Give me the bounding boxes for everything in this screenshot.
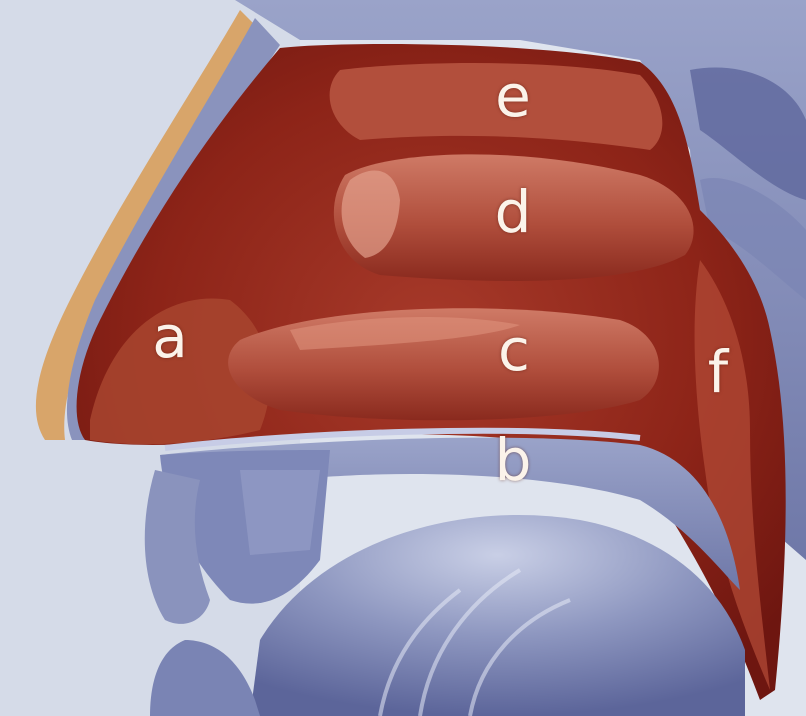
label-a: a xyxy=(152,308,188,366)
label-f: f xyxy=(708,343,728,401)
maxilla-texture xyxy=(240,470,320,555)
label-b: b xyxy=(495,431,532,489)
label-d: d xyxy=(495,183,532,241)
label-c: c xyxy=(498,321,530,379)
label-e: e xyxy=(495,67,531,125)
